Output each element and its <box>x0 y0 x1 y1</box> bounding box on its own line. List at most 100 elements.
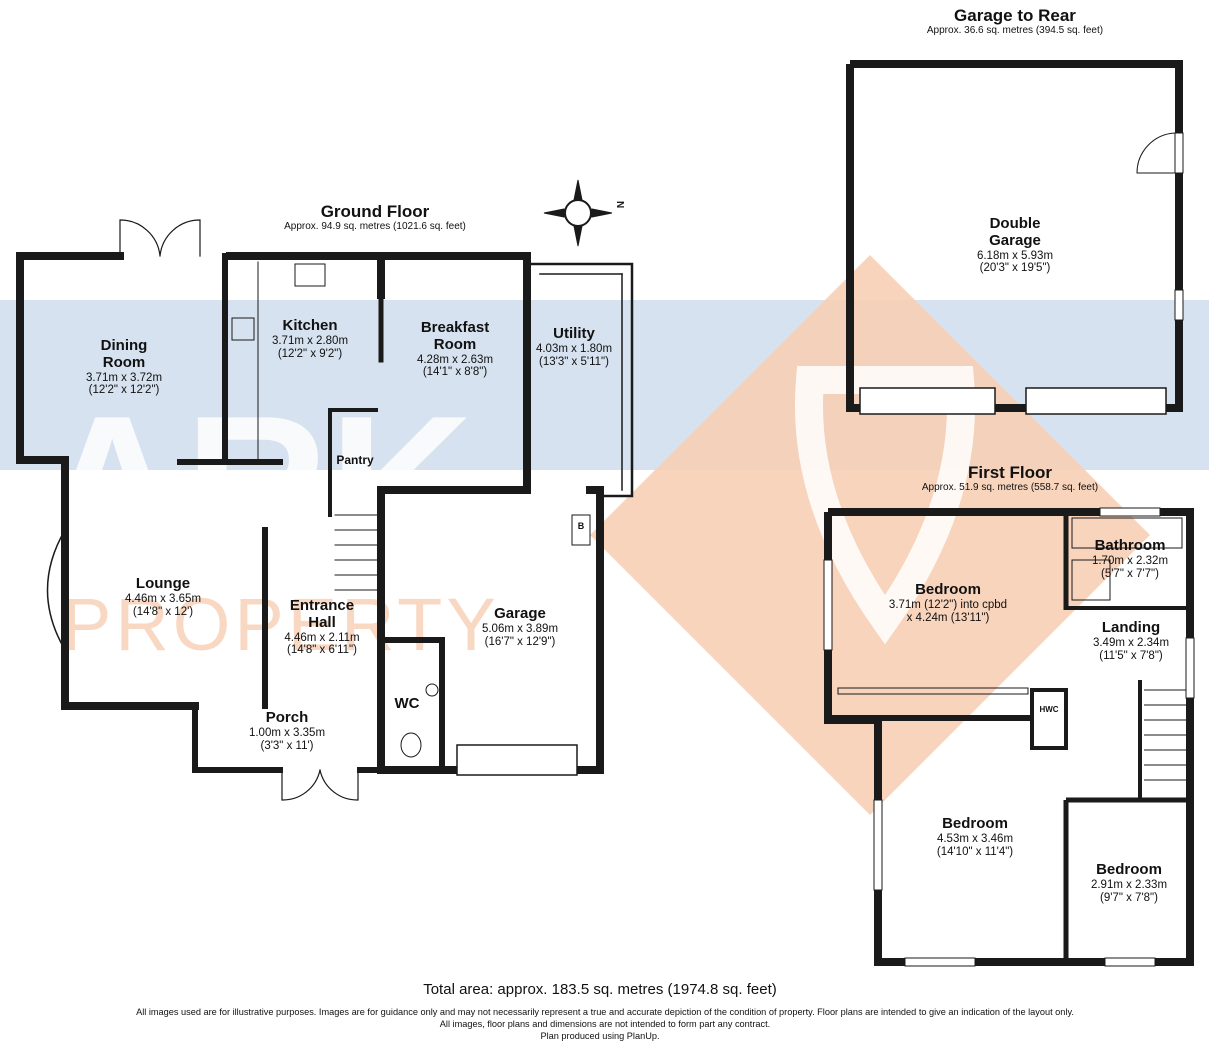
first-floor-area: Approx. 51.9 sq. metres (558.7 sq. feet) <box>921 482 1099 494</box>
room-name: Bathroom <box>1094 537 1166 554</box>
ground-floor-title: Ground Floor <box>320 202 430 221</box>
room-dining-room: Dining Room 3.71m x 3.72m (12'2" x 12'2"… <box>54 337 194 397</box>
room-dimensions-metric: 2.91m x 2.33m <box>1090 878 1168 891</box>
room-dimensions-imperial: (9'7" x 7'8") <box>1100 891 1158 904</box>
bedroom2-window <box>873 799 883 891</box>
wc-basin <box>425 683 439 697</box>
porch-walls <box>192 703 384 773</box>
disclaimer: All images used are for illustrative pur… <box>136 1007 1074 1029</box>
first-floor-plan <box>823 507 1195 967</box>
compass-needle-east <box>591 208 613 218</box>
room-utility: Utility 4.03m x 1.80m (13'3" x 5'11") <box>522 325 626 369</box>
kitchen-sink <box>294 263 326 287</box>
room-dimensions-metric: 3.71m x 3.72m <box>85 371 163 384</box>
ground-floor-title-block: Ground Floor Approx. 94.9 sq. metres (10… <box>220 202 530 232</box>
watermark-diamond <box>590 255 1150 815</box>
ground-floor-plan <box>16 219 634 801</box>
room-dimensions-metric: 4.28m x 2.63m <box>416 353 494 366</box>
bathroom-window <box>1099 507 1161 517</box>
compass-needle <box>573 179 583 201</box>
watermark-shield-icon <box>794 366 976 645</box>
room-garage: Garage 5.06m x 3.89m (16'7" x 12'9") <box>445 605 595 649</box>
boiler-box <box>571 514 591 546</box>
room-dimensions-metric: 4.46m x 3.65m <box>124 592 202 605</box>
watermark-sub: PROPERTY <box>62 583 500 666</box>
room-dimensions-metric: 4.46m x 2.11m <box>284 631 360 644</box>
watermark: ARK PROPERTY <box>0 255 1209 815</box>
room-name: Porch <box>265 709 309 726</box>
room-name: WC <box>394 695 420 712</box>
room-dimensions-imperial: (5'7" x 7'7") <box>1101 567 1159 580</box>
compass-needle-south <box>573 225 583 247</box>
stairs-first <box>1144 689 1188 781</box>
bath <box>1071 517 1183 549</box>
room-name: Kitchen <box>282 317 338 334</box>
plan-credit: Plan produced using PlanUp. <box>540 1031 660 1041</box>
garage-door-ground <box>456 744 578 776</box>
room-name: Double Garage <box>989 215 1041 249</box>
first-floor-title: First Floor <box>967 463 1053 482</box>
room-dimensions-imperial: (14'10" x 11'4") <box>936 845 1014 858</box>
room-dimensions-metric: 1.00m x 3.35m <box>248 726 326 739</box>
garage-door-right <box>1025 387 1167 415</box>
room-dimensions-metric: 6.18m x 5.93m <box>976 249 1054 262</box>
garage-to-rear-title: Garage to Rear <box>954 6 1076 25</box>
ground-floor-area: Approx. 94.9 sq. metres (1021.6 sq. feet… <box>284 221 466 233</box>
room-name: Bedroom <box>942 815 1008 832</box>
room-dimensions-imperial: x 4.24m (13'11") <box>906 611 990 624</box>
hwc-cupboard <box>1030 688 1068 750</box>
room-wc: WC <box>385 695 429 713</box>
room-dimensions-imperial: (20'3" x 19'5") <box>979 262 1051 275</box>
bedroom3-window <box>1104 957 1156 967</box>
room-porch: Porch 1.00m x 3.35m (3'3" x 11') <box>212 709 362 753</box>
room-dimensions-metric: 3.71m x 2.80m <box>271 334 349 347</box>
room-dimensions-imperial: (14'8" x 6'11") <box>287 644 357 657</box>
room-name: Entrance Hall <box>289 597 355 631</box>
pantry-walls <box>328 408 378 517</box>
first-floor-title-block: First Floor Approx. 51.9 sq. metres (558… <box>855 463 1165 493</box>
compass-icon: N <box>543 179 625 247</box>
room-name: Breakfast Room <box>420 319 490 353</box>
room-double-garage: Double Garage 6.18m x 5.93m (20'3" x 19'… <box>915 215 1115 275</box>
wc-walls <box>378 637 445 773</box>
room-name: Pantry <box>336 453 374 467</box>
shower-tray <box>1071 559 1111 601</box>
garage-to-rear-plan <box>846 60 1184 415</box>
room-lounge: Lounge 4.46m x 3.65m (14'8" x 12') <box>88 575 238 619</box>
room-landing: Landing 3.49m x 2.34m (11'5" x 7'8") <box>1076 619 1186 663</box>
room-bedroom-1: Bedroom 3.71m (12'2") into cpbd x 4.24m … <box>868 581 1028 625</box>
stairs-ground <box>334 514 379 591</box>
room-dimensions-metric: 5.06m x 3.89m <box>481 622 559 635</box>
compass-label: N <box>614 201 625 208</box>
double-garage-side-door <box>1174 132 1184 174</box>
room-name: Utility <box>553 325 595 342</box>
double-garage-door-swing <box>1136 132 1176 174</box>
room-bathroom: Bathroom 1.70m x 2.32m (5'7" x 7'7") <box>1078 537 1182 581</box>
wardrobe-doors <box>837 687 1029 695</box>
room-dimensions-imperial: (12'2" x 12'2") <box>88 384 160 397</box>
room-dimensions-metric: 3.71m (12'2") into cpbd <box>888 598 1008 611</box>
room-dimensions-imperial: (11'5" x 7'8") <box>1099 649 1163 662</box>
garage-to-rear-title-block: Garage to Rear Approx. 36.6 sq. metres (… <box>860 6 1170 36</box>
room-dimensions-metric: 3.49m x 2.34m <box>1092 636 1170 649</box>
room-kitchen: Kitchen 3.71m x 2.80m (12'2" x 9'2") <box>240 317 380 361</box>
room-entrance-hall: Entrance Hall 4.46m x 2.11m (14'8" x 6'1… <box>262 597 382 657</box>
french-doors-dining <box>119 219 201 257</box>
room-bedroom-3: Bedroom 2.91m x 2.33m (9'7" x 7'8") <box>1074 861 1184 905</box>
garage-to-rear-area: Approx. 36.6 sq. metres (394.5 sq. feet) <box>926 25 1104 37</box>
room-dimensions-imperial: (16'7" x 12'9") <box>484 635 556 648</box>
boiler-label: B <box>577 521 585 531</box>
landing-window <box>1185 637 1195 699</box>
room-breakfast-room: Breakfast Room 4.28m x 2.63m (14'1" x 8'… <box>385 319 525 379</box>
room-name: Bedroom <box>915 581 981 598</box>
room-name: Garage <box>494 605 546 622</box>
room-dimensions-imperial: (14'1" x 8'8") <box>422 366 488 379</box>
wc-toilet <box>400 732 422 758</box>
compass-circle <box>564 199 592 227</box>
compass-needle-west <box>543 208 565 218</box>
hwc-label: HWC <box>1039 705 1059 714</box>
bedroom1-window <box>823 559 833 651</box>
room-name: Lounge <box>135 575 191 592</box>
room-dimensions-metric: 4.03m x 1.80m <box>535 342 613 355</box>
